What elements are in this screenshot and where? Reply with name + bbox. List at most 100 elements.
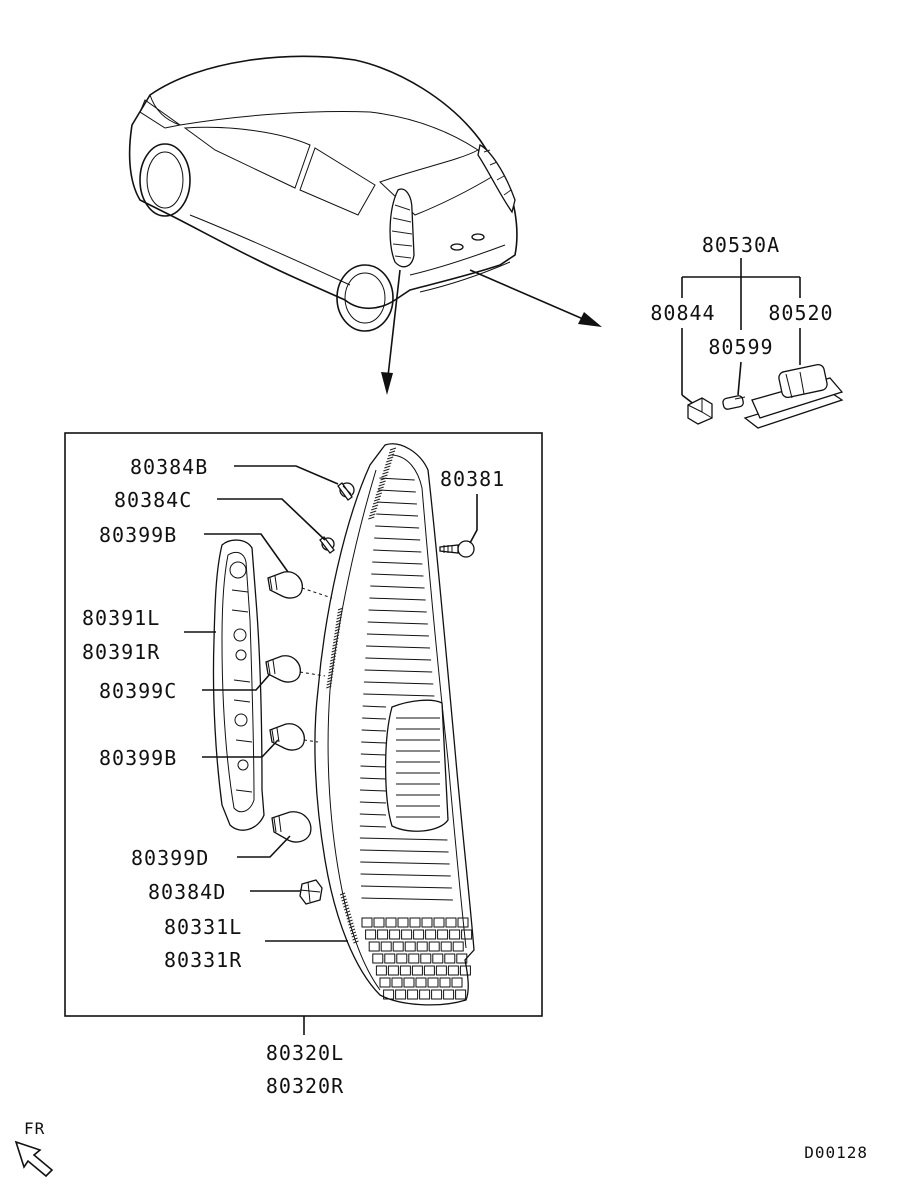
- lens-grid-cell: [449, 929, 461, 940]
- lens-grid-cell: [459, 965, 471, 976]
- lens-ridge: [370, 585, 425, 589]
- lens-grid-cell: [451, 977, 463, 988]
- edge-hatch-line: [342, 901, 348, 905]
- lens-ridge: [360, 849, 449, 853]
- lens-grid-cell: [409, 917, 421, 928]
- lens-grid-cell: [401, 929, 413, 940]
- lens-ridge: [374, 537, 421, 541]
- lens-grid-cell: [387, 965, 399, 976]
- license-lamp-socket: [687, 397, 713, 425]
- edge-hatch-line: [328, 670, 334, 674]
- callout-clip: 80384D: [148, 880, 226, 904]
- lens-grid-cell: [443, 989, 455, 1000]
- edge-hatch-line: [379, 480, 386, 484]
- lens-ridge: [359, 813, 387, 816]
- edge-hatch-line: [343, 904, 349, 908]
- edge-hatch-line: [333, 634, 340, 638]
- lens-grid-cell: [395, 989, 407, 1000]
- lens-ridge: [360, 777, 387, 780]
- lens-grid-cell: [431, 989, 443, 1000]
- lens-ridge: [360, 753, 387, 756]
- license-lamp-assembly-label: 80530A: [702, 233, 780, 257]
- lens-grid-cell: [372, 953, 384, 964]
- bulb-socket-plate: [212, 539, 265, 831]
- lens-ridge: [366, 645, 431, 649]
- callout-socket-r: 80391R: [82, 640, 160, 664]
- lens-grid-cell: [420, 953, 432, 964]
- edge-hatch-line: [329, 664, 335, 668]
- edge-hatch-line: [387, 453, 395, 457]
- lens-ridge: [361, 729, 387, 732]
- license-lamp-part-right-label: 80520: [768, 301, 833, 325]
- license-lamp-bulb: [722, 395, 746, 410]
- lens-grid-cell: [397, 917, 409, 928]
- lens-grid-cell: [383, 989, 395, 1000]
- lens-grid-cell: [411, 965, 423, 976]
- lens-ridge: [360, 885, 452, 889]
- callout-bulb-1: 80399B: [99, 523, 177, 547]
- lens-grid-cell: [413, 929, 425, 940]
- edge-hatch-line: [330, 658, 336, 662]
- edge-hatch-line: [352, 937, 358, 941]
- lens-ridge: [360, 765, 387, 768]
- clip: [299, 879, 323, 905]
- lens-ridge: [375, 525, 420, 529]
- lens-ridge: [362, 717, 387, 720]
- edge-hatch-line: [389, 447, 397, 451]
- lens-grid-cell: [403, 977, 415, 988]
- lens-grid-cell: [427, 977, 439, 988]
- license-lamp-part-center-label: 80599: [708, 335, 773, 359]
- lens-grid-cell: [425, 929, 437, 940]
- lens-grid-cell: [380, 941, 392, 952]
- lens-grid-cell: [437, 929, 449, 940]
- edge-hatch-line: [345, 913, 352, 917]
- lens-grid-cell: [389, 929, 401, 940]
- edge-hatch-line: [346, 916, 352, 920]
- lens-grid-cell: [419, 989, 431, 1000]
- lens-grid-cell: [433, 917, 445, 928]
- lens-grid-cell: [444, 953, 456, 964]
- edge-hatch-line: [330, 655, 336, 659]
- lens-ridge: [359, 801, 387, 804]
- lens-ridge: [360, 861, 450, 865]
- lens-grid-cell: [421, 917, 433, 928]
- lamp-lens: [314, 443, 475, 1006]
- edge-hatch-line: [370, 507, 378, 511]
- diagram-code: D00128: [804, 1143, 868, 1162]
- edge-hatch-line: [335, 625, 341, 629]
- front-indicator-label: FR: [24, 1119, 45, 1138]
- edge-hatch-line: [344, 907, 350, 911]
- lens-ridge: [364, 669, 433, 673]
- edge-hatch-line: [326, 682, 332, 686]
- callout-gasket-r: 80331R: [164, 948, 242, 972]
- callout-bulb-4: 80399D: [131, 846, 209, 870]
- tapping-screw: [439, 540, 475, 558]
- lens-ridge: [368, 609, 427, 613]
- callout-bulb-3: 80399B: [99, 746, 177, 770]
- lens-ridge: [377, 501, 417, 505]
- lens-grid-cell: [407, 989, 419, 1000]
- lens-grid-cell: [404, 941, 416, 952]
- edge-hatch-line: [331, 649, 337, 653]
- lens-grid-cell: [384, 953, 396, 964]
- lens-lower-grid: [361, 917, 473, 1000]
- edge-hatch-line: [341, 898, 347, 902]
- lens-ridge: [360, 873, 451, 877]
- lens-grid-cell: [416, 941, 428, 952]
- edge-hatch-line: [384, 465, 391, 469]
- edge-hatch-line: [347, 919, 353, 923]
- lens-ridge: [369, 597, 426, 601]
- edge-hatch-line: [332, 643, 338, 647]
- lens-grid-cell: [432, 953, 444, 964]
- edge-hatch-line: [386, 459, 393, 463]
- lens-ridge: [365, 657, 432, 661]
- lens-ridge: [366, 633, 429, 637]
- lens-ridge: [361, 897, 453, 901]
- vehicle-illustration: [128, 55, 602, 395]
- lens-grid-cell: [391, 977, 403, 988]
- edge-hatch-line: [370, 510, 377, 514]
- lens-grid-cell: [457, 917, 469, 928]
- lens-grid-cell: [440, 941, 452, 952]
- lens-grid-cell: [435, 965, 447, 976]
